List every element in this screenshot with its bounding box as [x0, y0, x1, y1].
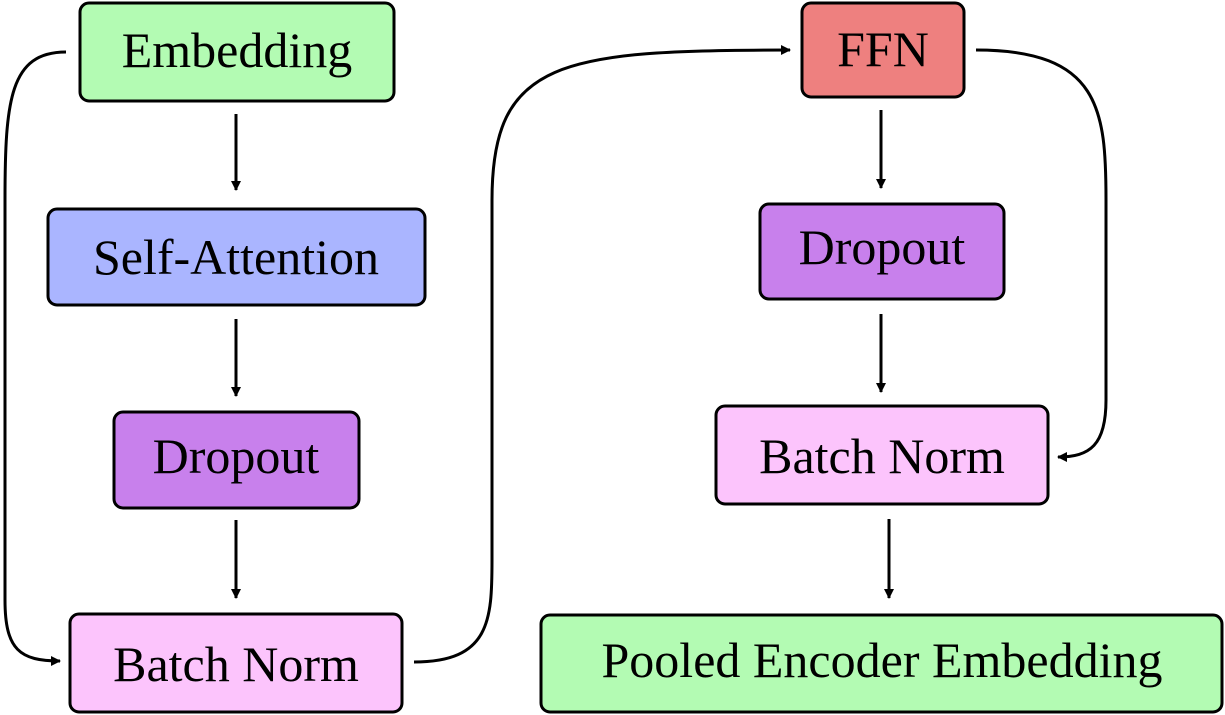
node-embedding-label: Embedding — [122, 22, 353, 78]
node-dropout-left-label: Dropout — [153, 428, 320, 484]
node-dropout-right-label: Dropout — [799, 219, 966, 275]
node-embedding-box — [78, 1, 396, 103]
edges — [3, 45, 1108, 666]
node-embedding: Embedding — [78, 1, 396, 103]
node-self-attention-label: Self-Attention — [93, 229, 379, 285]
node-batch-norm-left-box — [68, 612, 404, 714]
node-dropout-left: Dropout — [112, 410, 361, 510]
node-batch-norm-right-box — [714, 404, 1050, 506]
node-pooled-encoder-embedding: Pooled Encoder Embedding — [539, 613, 1224, 714]
arrow-batch-norm-to-ffn — [413, 45, 791, 664]
node-dropout-left-box — [112, 410, 361, 510]
node-self-attention: Self-Attention — [46, 207, 427, 307]
node-pooled-encoder-embedding-label: Pooled Encoder Embedding — [602, 632, 1163, 688]
node-ffn-box — [800, 1, 966, 99]
node-dropout-right: Dropout — [758, 202, 1006, 301]
node-ffn: FFN — [800, 1, 966, 99]
node-batch-norm-right: Batch Norm — [714, 404, 1050, 506]
node-pooled-encoder-embedding-box — [539, 613, 1224, 714]
node-batch-norm-right-label: Batch Norm — [759, 428, 1005, 484]
residual-arrow-ffn-to-batch-norm — [975, 48, 1108, 462]
node-batch-norm-left-label: Batch Norm — [113, 636, 359, 692]
node-self-attention-box — [46, 207, 427, 307]
node-ffn-label: FFN — [837, 21, 929, 77]
residual-arrow-embedding-to-batch-norm — [3, 50, 67, 666]
node-batch-norm-left: Batch Norm — [68, 612, 404, 714]
node-dropout-right-box — [758, 202, 1006, 301]
